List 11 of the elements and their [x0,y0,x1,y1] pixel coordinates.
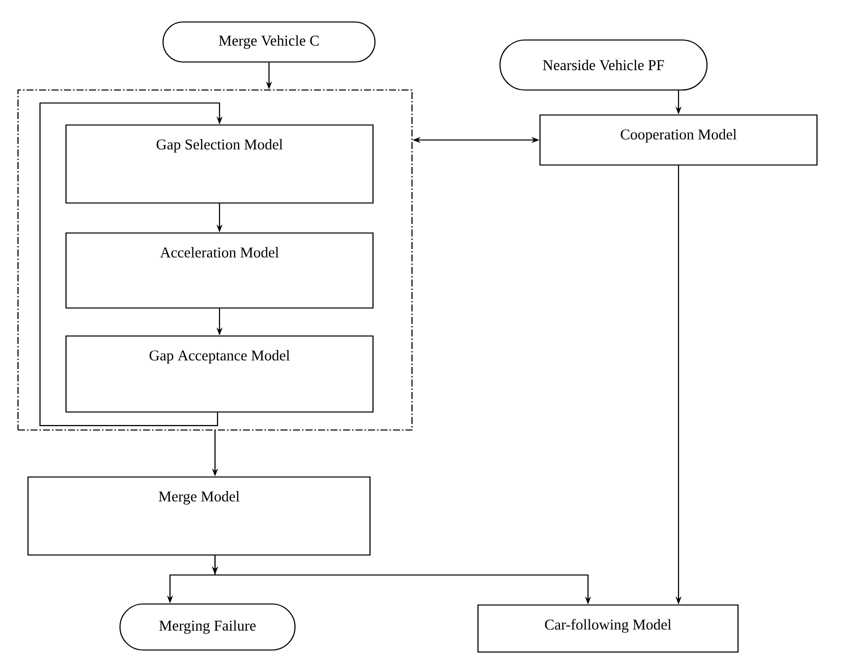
process-box: Merge Model [27,476,371,556]
process-box: Car-following Model [477,604,739,653]
terminal-box: Nearside Vehicle PF [499,39,708,91]
process-box: Acceleration Model [65,232,374,309]
terminal-box: Merging Failure [119,603,296,651]
dashed-frame [17,89,413,431]
terminal-box: Merge Vehicle C [162,21,376,63]
process-box: Gap Acceptance Model [65,335,374,413]
process-box: Cooperation Model [539,114,818,166]
process-box: Gap Selection Model [65,124,374,204]
arrow [39,102,223,426]
